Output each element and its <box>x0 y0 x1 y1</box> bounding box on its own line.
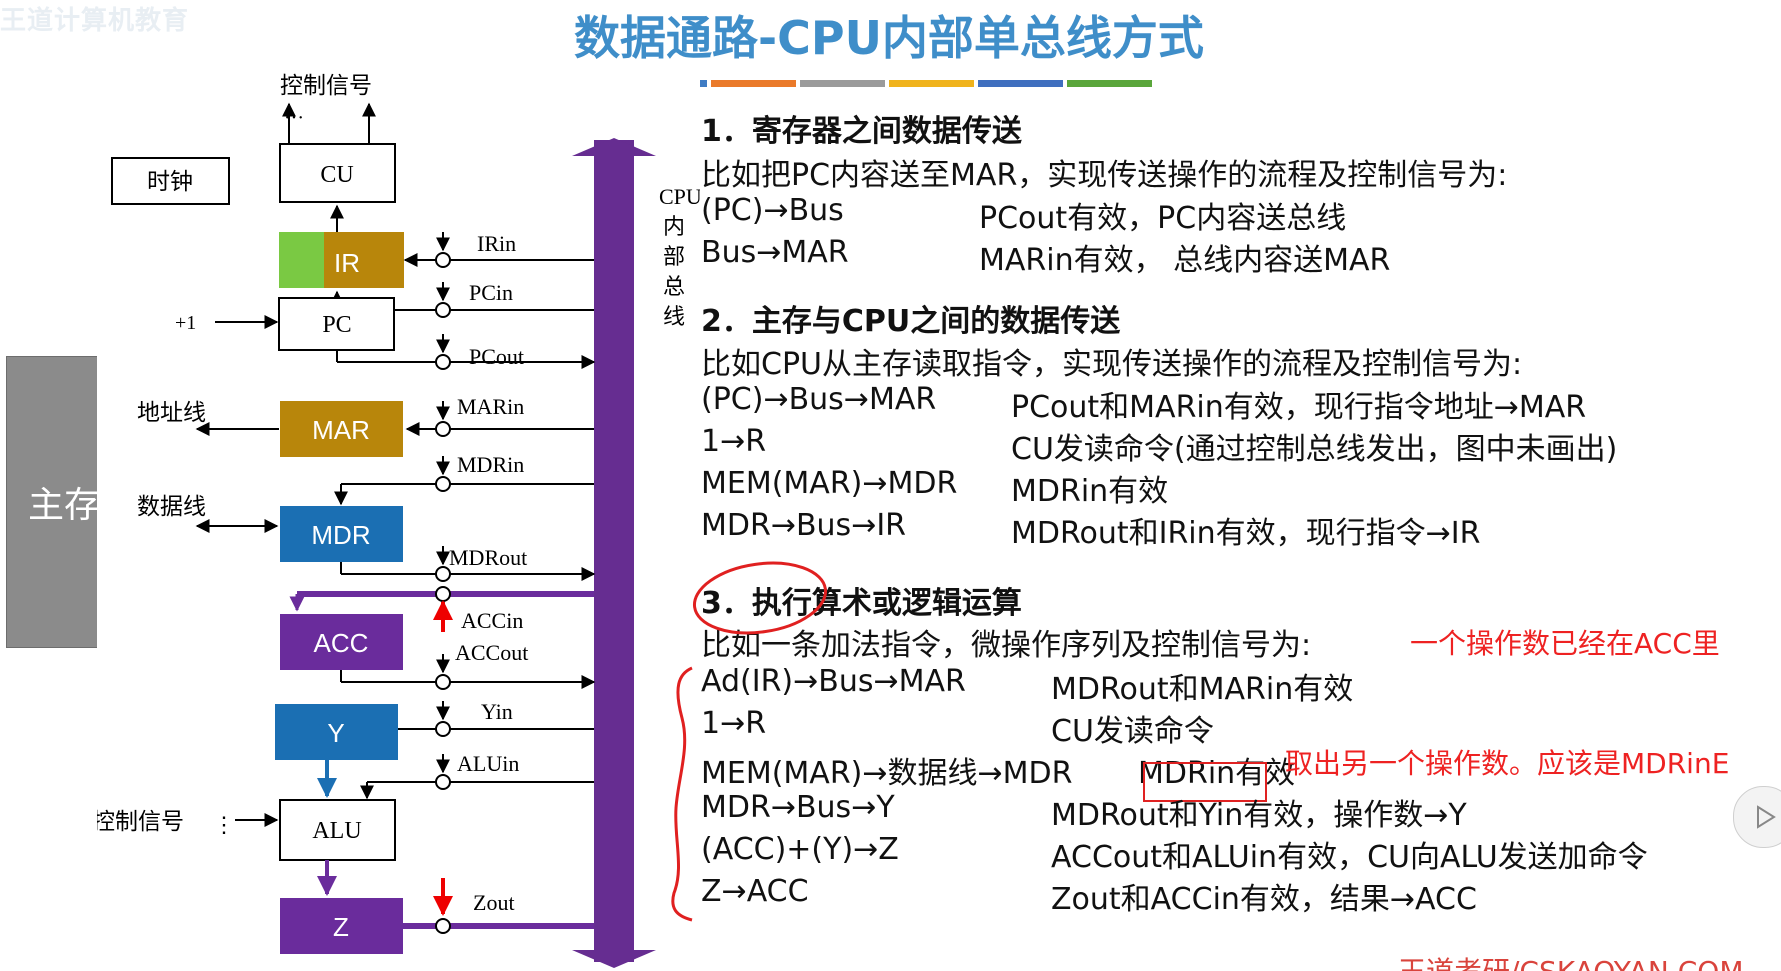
red-annotations <box>671 561 828 922</box>
section3-row5-op: (ACC)+(Y)→Z <box>701 832 899 867</box>
section3-row4-desc: MDRout和Yin有效，操作数→Y <box>1051 798 1467 833</box>
cpu-datapath-diagram: CPU 内 部 总 线 控制信号 ··· 时钟 CU IR I <box>97 64 700 971</box>
acc-box <box>280 614 403 670</box>
pc-box <box>278 297 395 351</box>
cu-label: CU <box>320 162 353 188</box>
section2-row3-desc: MDRin有效 <box>1011 474 1169 509</box>
section2-row1-desc: PCout和MARin有效，现行指令地址→MAR <box>1011 390 1587 425</box>
section1-row2-desc: MARin有效， 总线内容送MAR <box>979 243 1391 278</box>
datapath-svg: CPU 内 部 总 线 控制信号 ··· 时钟 CU IR I <box>97 73 700 968</box>
accent-bar-gray <box>800 80 885 87</box>
accent-bar-orange <box>711 80 796 87</box>
section1-intro: 比如把PC内容送至MAR，实现传送操作的流程及控制信号为: <box>701 158 1508 193</box>
watermark: 王道计算机教育 <box>0 6 190 36</box>
mdr-box <box>280 506 403 562</box>
mdrin-highlight-box <box>1143 762 1267 802</box>
section2-row1-op: (PC)→Bus→MAR <box>701 382 937 417</box>
bus-label-1: 内 <box>663 214 685 239</box>
section3-row5-desc: ACCout和ALUin有效，CU向ALU发送加命令 <box>1051 840 1648 875</box>
ir-label: IR <box>334 248 360 278</box>
aluin-label: ALUin <box>457 751 519 776</box>
section3-row3-op: MEM(MAR)→数据线→MDR <box>701 756 1073 791</box>
section3-row6-desc: Zout和ACCin有效，结果→ACC <box>1051 882 1477 917</box>
mdrin-label: MDRin <box>457 452 524 477</box>
section3-row1-desc: MDRout和MARin有效 <box>1051 672 1354 707</box>
section3-row4-op: MDR→Bus→Y <box>701 790 895 825</box>
section1-heading: 1．寄存器之间数据传送 <box>701 114 1022 149</box>
section3-row3-desc: MDRin有效 <box>1138 756 1296 791</box>
play-icon <box>1757 805 1776 829</box>
bus-label-3: 总 <box>663 274 685 299</box>
mdr-label: MDR <box>311 520 370 550</box>
section2-intro: 比如CPU从主存读取指令，实现传送操作的流程及控制信号为: <box>701 347 1523 382</box>
acc-label: ACC <box>314 628 369 658</box>
bus-bottom-arrow <box>572 950 656 968</box>
section3-row1-op: Ad(IR)→Bus→MAR <box>701 664 966 699</box>
section2-heading: 2．主存与CPU之间的数据传送 <box>701 304 1121 339</box>
mar-label: MAR <box>312 415 370 445</box>
clock-box <box>111 157 230 205</box>
section3-row6-op: Z→ACC <box>701 874 809 909</box>
section2-row4-desc: MDRout和IRin有效，现行指令→IR <box>1011 516 1481 551</box>
z-box <box>280 898 403 954</box>
play-button[interactable] <box>1733 786 1781 848</box>
bus-label-4: 线 <box>663 304 685 329</box>
z-label: Z <box>333 912 349 942</box>
control-signals-top-label: 控制信号 <box>280 73 372 98</box>
alu-label: ALU <box>312 818 361 844</box>
ir-green-part <box>279 232 324 288</box>
mdrout-label: MDRout <box>449 545 527 570</box>
bus-label-2: 部 <box>663 244 685 269</box>
pc-label: PC <box>322 312 351 338</box>
accout-label: ACCout <box>455 640 528 665</box>
plus-one-label: +1 <box>175 312 196 334</box>
footer-brand: 王道考研/CSKAOYAN.COM <box>1398 950 1743 971</box>
section2-row4-op: MDR→Bus→IR <box>701 508 907 543</box>
slide-title: 数据通路-CPU内部单总线方式 <box>574 11 1204 65</box>
section2-row2-desc: CU发读命令(通过控制总线发出，图中未画出) <box>1011 432 1618 467</box>
bus-label-cpu: CPU <box>659 184 700 209</box>
pcout-label: PCout <box>469 344 524 369</box>
irin-label: IRin <box>477 231 516 256</box>
ir-box <box>324 232 404 288</box>
clock-label: 时钟 <box>147 169 193 194</box>
section1-row2-op: Bus→MAR <box>701 235 849 270</box>
yin-label: Yin <box>481 699 513 724</box>
accin-label: ACCin <box>461 608 523 633</box>
cpu-internal-bus <box>594 140 634 962</box>
section3-row2-desc: CU发读命令 <box>1051 714 1214 749</box>
accent-bar-yellow <box>889 80 974 87</box>
control-dots-left: ⋮ <box>213 812 235 837</box>
y-box <box>275 704 398 760</box>
main-memory-label: 主存 <box>27 485 100 526</box>
control-dots: ··· <box>284 107 304 129</box>
section3-note: 一个操作数已经在ACC里 <box>1410 627 1720 660</box>
red-bracket-annotation <box>671 666 693 922</box>
section1-row1-desc: PCout有效，PC内容送总线 <box>979 201 1347 236</box>
section2-row3-op: MEM(MAR)→MDR <box>701 466 958 501</box>
address-line-label: 地址线 <box>137 400 206 425</box>
pcin-label: PCin <box>469 280 513 305</box>
section3-heading: 3．执行算术或逻辑运算 <box>701 586 1022 621</box>
mar-box <box>280 401 403 457</box>
section1-row1-op: (PC)→Bus <box>701 193 844 228</box>
section3-intro: 比如一条加法指令，微操作序列及控制信号为: <box>701 628 1312 663</box>
zout-label: Zout <box>473 890 515 915</box>
red-circle-annotation <box>692 561 828 635</box>
bus-top-arrow <box>572 138 656 156</box>
accent-bar-green <box>1067 80 1152 87</box>
y-label: Y <box>327 718 344 748</box>
section2-row2-op: 1→R <box>701 424 767 459</box>
control-signals-left-label: 控制信号 <box>97 809 184 834</box>
alu-box <box>279 799 396 861</box>
section3-annotation: 取出另一个操作数。应该是MDRinE <box>1285 747 1730 780</box>
marin-label: MARin <box>457 394 524 419</box>
accent-bar-darkblue <box>978 80 1063 87</box>
cu-box <box>279 143 396 203</box>
section3-row2-op: 1→R <box>701 706 767 741</box>
data-line-label: 数据线 <box>137 494 206 519</box>
